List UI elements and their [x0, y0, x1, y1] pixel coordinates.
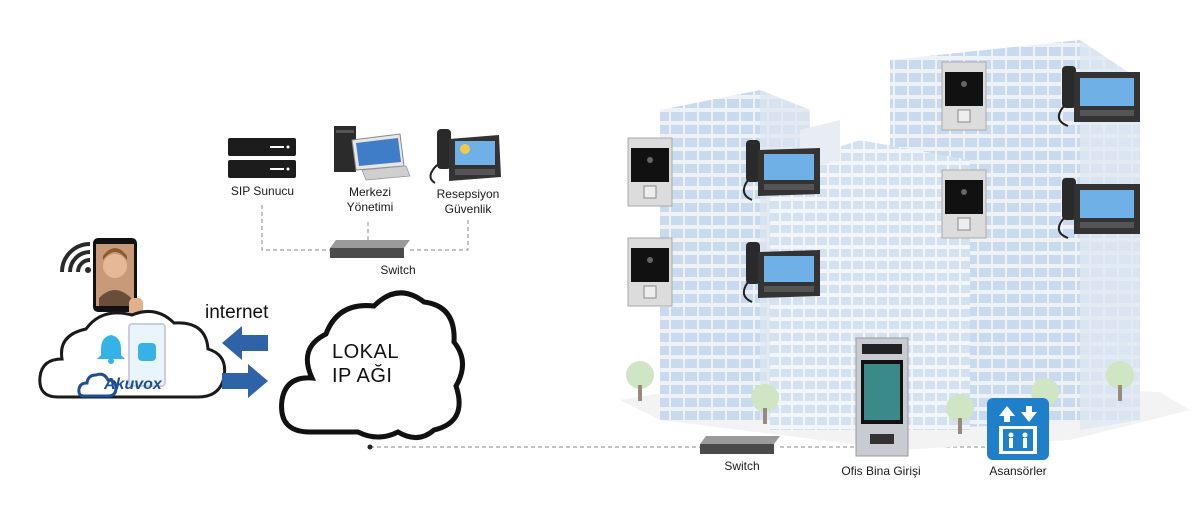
app-icon [138, 343, 156, 361]
reception-phone [425, 125, 503, 187]
local-ip-cloud-label: LOKAL IP AĞI [332, 340, 399, 388]
door-phone-icon [941, 61, 987, 131]
smartphone-icon [93, 238, 143, 318]
akuvox-logo: Akuvox [77, 370, 198, 400]
office-entrance-label: Ofis Bina Girişi [841, 464, 921, 478]
cloud-label-line2: IP AĞI [332, 365, 393, 387]
door-phone-icon [627, 137, 673, 207]
arrow-right-icon [222, 364, 268, 398]
computer-icon [334, 126, 411, 181]
indoor-monitor-icon [1057, 178, 1140, 239]
central-management [332, 118, 411, 181]
brand-name: Akuvox [104, 376, 162, 393]
akuvox-cloud-mark [77, 372, 118, 398]
door-phone-icon [941, 169, 987, 239]
central-management-label-line2: Yönetimi [346, 200, 394, 214]
network-switch-icon [700, 436, 780, 454]
elevators-label: Asansörler [989, 464, 1047, 478]
entrance-door-phone-icon [855, 337, 909, 457]
arrow-left-icon [222, 326, 268, 360]
reception-label-line2: Güvenlik [444, 202, 492, 216]
app-screen [128, 323, 166, 387]
wifi-icon [60, 242, 91, 273]
switch-bottom-label: Switch [724, 459, 760, 473]
cloud-label-line1: LOKAL [332, 341, 399, 363]
door-phone-icon [627, 237, 673, 307]
central-management-label: Merkezi Yönetimi [320, 185, 420, 215]
sip-server-label: SIP Sunucu [230, 184, 295, 198]
indoor-monitor-icon [742, 242, 820, 303]
reception-label: Resepsiyon Güvenlik [418, 187, 518, 217]
reception-label-line1: Resepsiyon [436, 187, 500, 201]
elevator-icon [987, 398, 1049, 460]
indoor-monitor-icon [1057, 66, 1140, 127]
bell-icon [97, 335, 125, 364]
local-ip-cloud-icon [279, 290, 465, 440]
central-management-label-line1: Merkezi [348, 185, 391, 199]
indoor-monitor-icon [742, 140, 820, 201]
server-icon [228, 138, 296, 178]
internet-label: internet [205, 302, 269, 323]
switch-top-label: Switch [380, 263, 416, 277]
sip-server [228, 138, 296, 180]
network-switch-icon [330, 240, 410, 258]
desk-phone-icon [429, 129, 501, 184]
